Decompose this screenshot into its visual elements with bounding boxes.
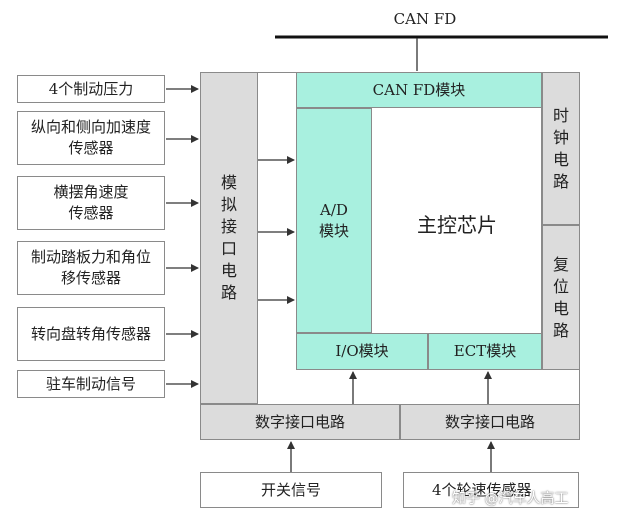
switch-signal-label: 开关信号: [260, 480, 321, 499]
sensor-brake-pressure-label: 4个制动压力: [48, 79, 134, 98]
digital-interface-right: 数字接口电路: [400, 404, 580, 440]
io-module: I/O模块: [296, 333, 428, 370]
sensor-yaw-rate-label: 横摆角速度 传感器: [53, 183, 129, 222]
sensor-brake-pedal: 制动踏板力和角位 移传感器: [17, 241, 165, 295]
sensor-steering-angle: 转向盘转角传感器: [17, 307, 165, 361]
reset-circuit-label: 复 位 电 路: [552, 254, 569, 340]
sensor-parking-brake: 驻车制动信号: [17, 370, 165, 398]
ect-module: ECT模块: [428, 333, 542, 370]
sensor-acceleration: 纵向和侧向加速度 传感器: [17, 111, 165, 165]
clock-circuit-label: 时 钟 电 路: [552, 105, 569, 191]
can-fd-module-label: CAN FD模块: [372, 80, 466, 99]
switch-signal: 开关信号: [200, 472, 382, 508]
can-fd-bus-label: CAN FD: [393, 10, 457, 28]
ad-module: A/D 模块: [296, 108, 372, 333]
ad-module-label: A/D 模块: [318, 200, 349, 240]
analog-interface-label: 模 拟 接 口 电 路: [220, 173, 237, 302]
sensor-steering-angle-label: 转向盘转角传感器: [30, 324, 151, 343]
io-module-label: I/O模块: [335, 342, 389, 360]
wheel-speed-sensors: 4个轮速传感器: [403, 472, 579, 508]
digital-interface-right-label: 数字接口电路: [444, 412, 535, 431]
can-fd-module: CAN FD模块: [296, 72, 542, 108]
digital-interface-left-label: 数字接口电路: [254, 412, 345, 431]
main-chip-label: 主控芯片: [417, 213, 497, 237]
sensor-acceleration-label: 纵向和侧向加速度 传感器: [30, 118, 151, 157]
wheel-speed-sensors-label: 4个轮速传感器: [432, 480, 532, 499]
analog-interface-circuit: 模 拟 接 口 电 路: [200, 72, 258, 404]
sensor-yaw-rate: 横摆角速度 传感器: [17, 176, 165, 230]
sensor-brake-pedal-label: 制动踏板力和角位 移传感器: [30, 248, 151, 287]
sensor-parking-brake-label: 驻车制动信号: [45, 374, 136, 393]
digital-interface-left: 数字接口电路: [200, 404, 400, 440]
watermark: 知乎 @汽车人高工: [452, 491, 569, 507]
reset-circuit: 复 位 电 路: [542, 225, 580, 370]
ect-module-label: ECT模块: [453, 342, 517, 360]
sensor-brake-pressure: 4个制动压力: [17, 75, 165, 103]
clock-circuit: 时 钟 电 路: [542, 72, 580, 225]
